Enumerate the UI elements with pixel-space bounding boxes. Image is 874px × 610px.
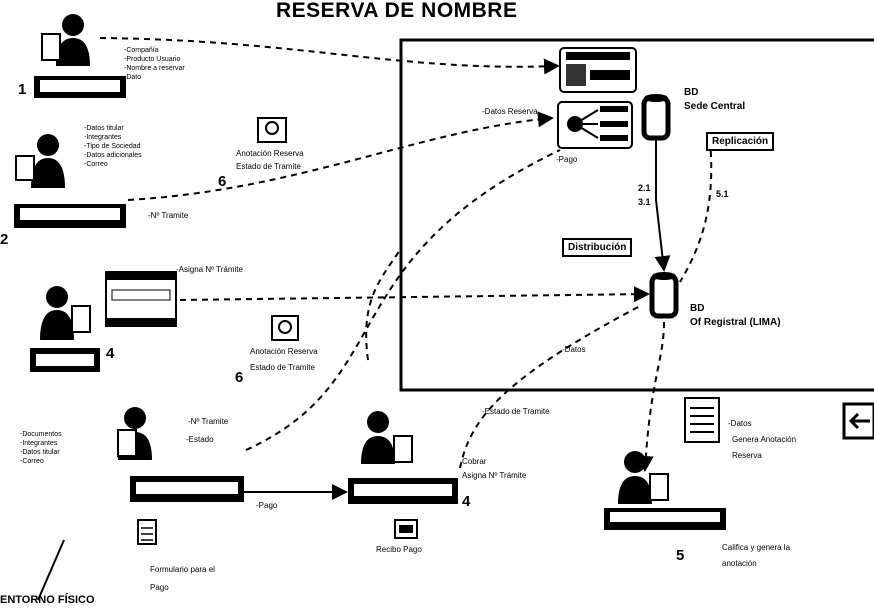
step1-item: -Nombre a reservar xyxy=(124,65,185,72)
flow-tramite-to-registral xyxy=(179,286,650,303)
step2-item: -Integrantes xyxy=(84,134,122,141)
formulario-label-1: Formulario para el xyxy=(150,565,215,574)
bd-registral-label-1: BD xyxy=(690,303,705,314)
datos-bottom-label: -Datos xyxy=(562,345,586,354)
distribucion-box: Distribución xyxy=(562,238,633,257)
step2-item: -Datos adicionales xyxy=(84,152,142,159)
flow-1-to-reserva xyxy=(99,37,560,75)
step1-list: -Compañía -Producto Usuario -Nombre a re… xyxy=(124,46,185,82)
doc-item-1: -Datos xyxy=(728,419,752,428)
step1-item: -Compañía xyxy=(124,47,159,54)
left-bottom-item: -Documentos xyxy=(20,431,62,438)
person-icon-1 xyxy=(34,14,126,98)
pago-top-label: -Pago xyxy=(556,155,578,164)
bd-central-label-2: Sede Central xyxy=(684,101,746,112)
asigna-numero-label: -Asigna Nº Trámite xyxy=(176,265,243,274)
step1-item: -Producto Usuario xyxy=(124,56,181,63)
person-icon-2 xyxy=(14,134,126,228)
step-1: 1 xyxy=(18,81,27,98)
datos-reserva-label: -Datos Reserva xyxy=(482,107,538,116)
flow-2-to-reserva xyxy=(127,111,554,201)
estado-tramite-label: -Estado de Tramite xyxy=(482,407,550,416)
nro-tramite-bottom-label: -Nº Tramite xyxy=(188,417,229,426)
step-6a: 6 xyxy=(218,173,227,190)
anotacion-2-line1: Anotación Reserva xyxy=(250,347,318,356)
process-screen-icon xyxy=(557,101,633,149)
step1-item: -Dato xyxy=(124,74,142,81)
step-5: 5 xyxy=(676,547,685,564)
step-2: 2 xyxy=(0,231,9,248)
cobrar-label-2: Asigna Nº Trámite xyxy=(462,471,527,480)
person-icon-4 xyxy=(117,407,244,502)
screen-tramite-icon xyxy=(105,271,177,327)
step-6b: 6 xyxy=(235,369,244,386)
step2-tramite-label: -Nº Tramite xyxy=(148,211,189,220)
edge-3-1-label: 3.1 xyxy=(638,197,651,207)
formulario-label-2: Pago xyxy=(150,583,169,592)
flow-left-to-bd xyxy=(365,249,401,361)
step-4a: 4 xyxy=(106,345,115,362)
step2-item: -Correo xyxy=(84,161,108,168)
flow-replication xyxy=(679,139,713,283)
estado-bottom-label: -Estado xyxy=(186,435,214,444)
replicacion-box: Replicación xyxy=(706,132,775,151)
doc-item-3: Reserva xyxy=(732,451,762,460)
flow-registral-down xyxy=(637,321,665,472)
flow-estado-curve xyxy=(459,305,641,469)
email-icon-2 xyxy=(271,315,299,341)
diagram-title: RESERVA DE NOMBRE xyxy=(276,0,518,22)
cobrar-label-1: Cobrar xyxy=(462,457,487,466)
step-4b: 4 xyxy=(462,493,471,510)
left-bottom-item: -Datos titular xyxy=(20,449,60,456)
anotacion-1-line1: Anotación Reserva xyxy=(236,149,304,158)
person-icon-5 xyxy=(348,411,458,504)
entorno-line xyxy=(37,539,65,601)
exit-arrow-icon xyxy=(842,402,874,440)
bd-central-label-1: BD xyxy=(684,87,699,98)
recibo-label: Recibo Pago xyxy=(376,545,422,554)
step2-list: -Datos titular -Integrantes -Tipo de Soc… xyxy=(84,124,142,169)
left-bottom-item: -Correo xyxy=(20,458,44,465)
step2-item: -Datos titular xyxy=(84,125,124,132)
edge-5-1-label: 5.1 xyxy=(716,189,729,199)
pago-arrow-label: -Pago xyxy=(256,501,278,510)
left-bottom-list: -Documentos -Integrantes -Datos titular … xyxy=(20,430,62,466)
bd-registral-label-2: Of Registral (LIMA) xyxy=(690,317,781,328)
left-bottom-item: -Integrantes xyxy=(20,440,58,447)
edge-2-1-label: 2.1 xyxy=(638,183,651,193)
email-icon-1 xyxy=(257,117,287,143)
person-icon-6 xyxy=(604,451,726,530)
anotacion-2-line2: Estado de Tramite xyxy=(250,363,315,372)
flow-central-to-registral xyxy=(654,140,671,272)
califica-label-2: anotación xyxy=(722,559,757,568)
anotacion-1-line2: Estado de Tramite xyxy=(236,162,301,171)
flow-pago-curve xyxy=(245,149,561,451)
database-central-icon xyxy=(641,94,671,141)
document-icon xyxy=(684,397,720,443)
form-icon xyxy=(137,519,157,545)
system-boundary-box xyxy=(399,38,874,392)
database-registral-icon xyxy=(649,272,679,319)
step2-item: -Tipo de Sociedad xyxy=(84,143,141,150)
doc-item-2: Genera Anotación xyxy=(732,435,797,444)
califica-label-1: Califica y genera la xyxy=(722,543,791,552)
receipt-icon xyxy=(394,519,418,539)
person-icon-3 xyxy=(30,286,100,372)
entorno-fisico-label: ENTORNO FÍSICO xyxy=(0,594,95,606)
reserva-screen-icon xyxy=(559,47,637,93)
